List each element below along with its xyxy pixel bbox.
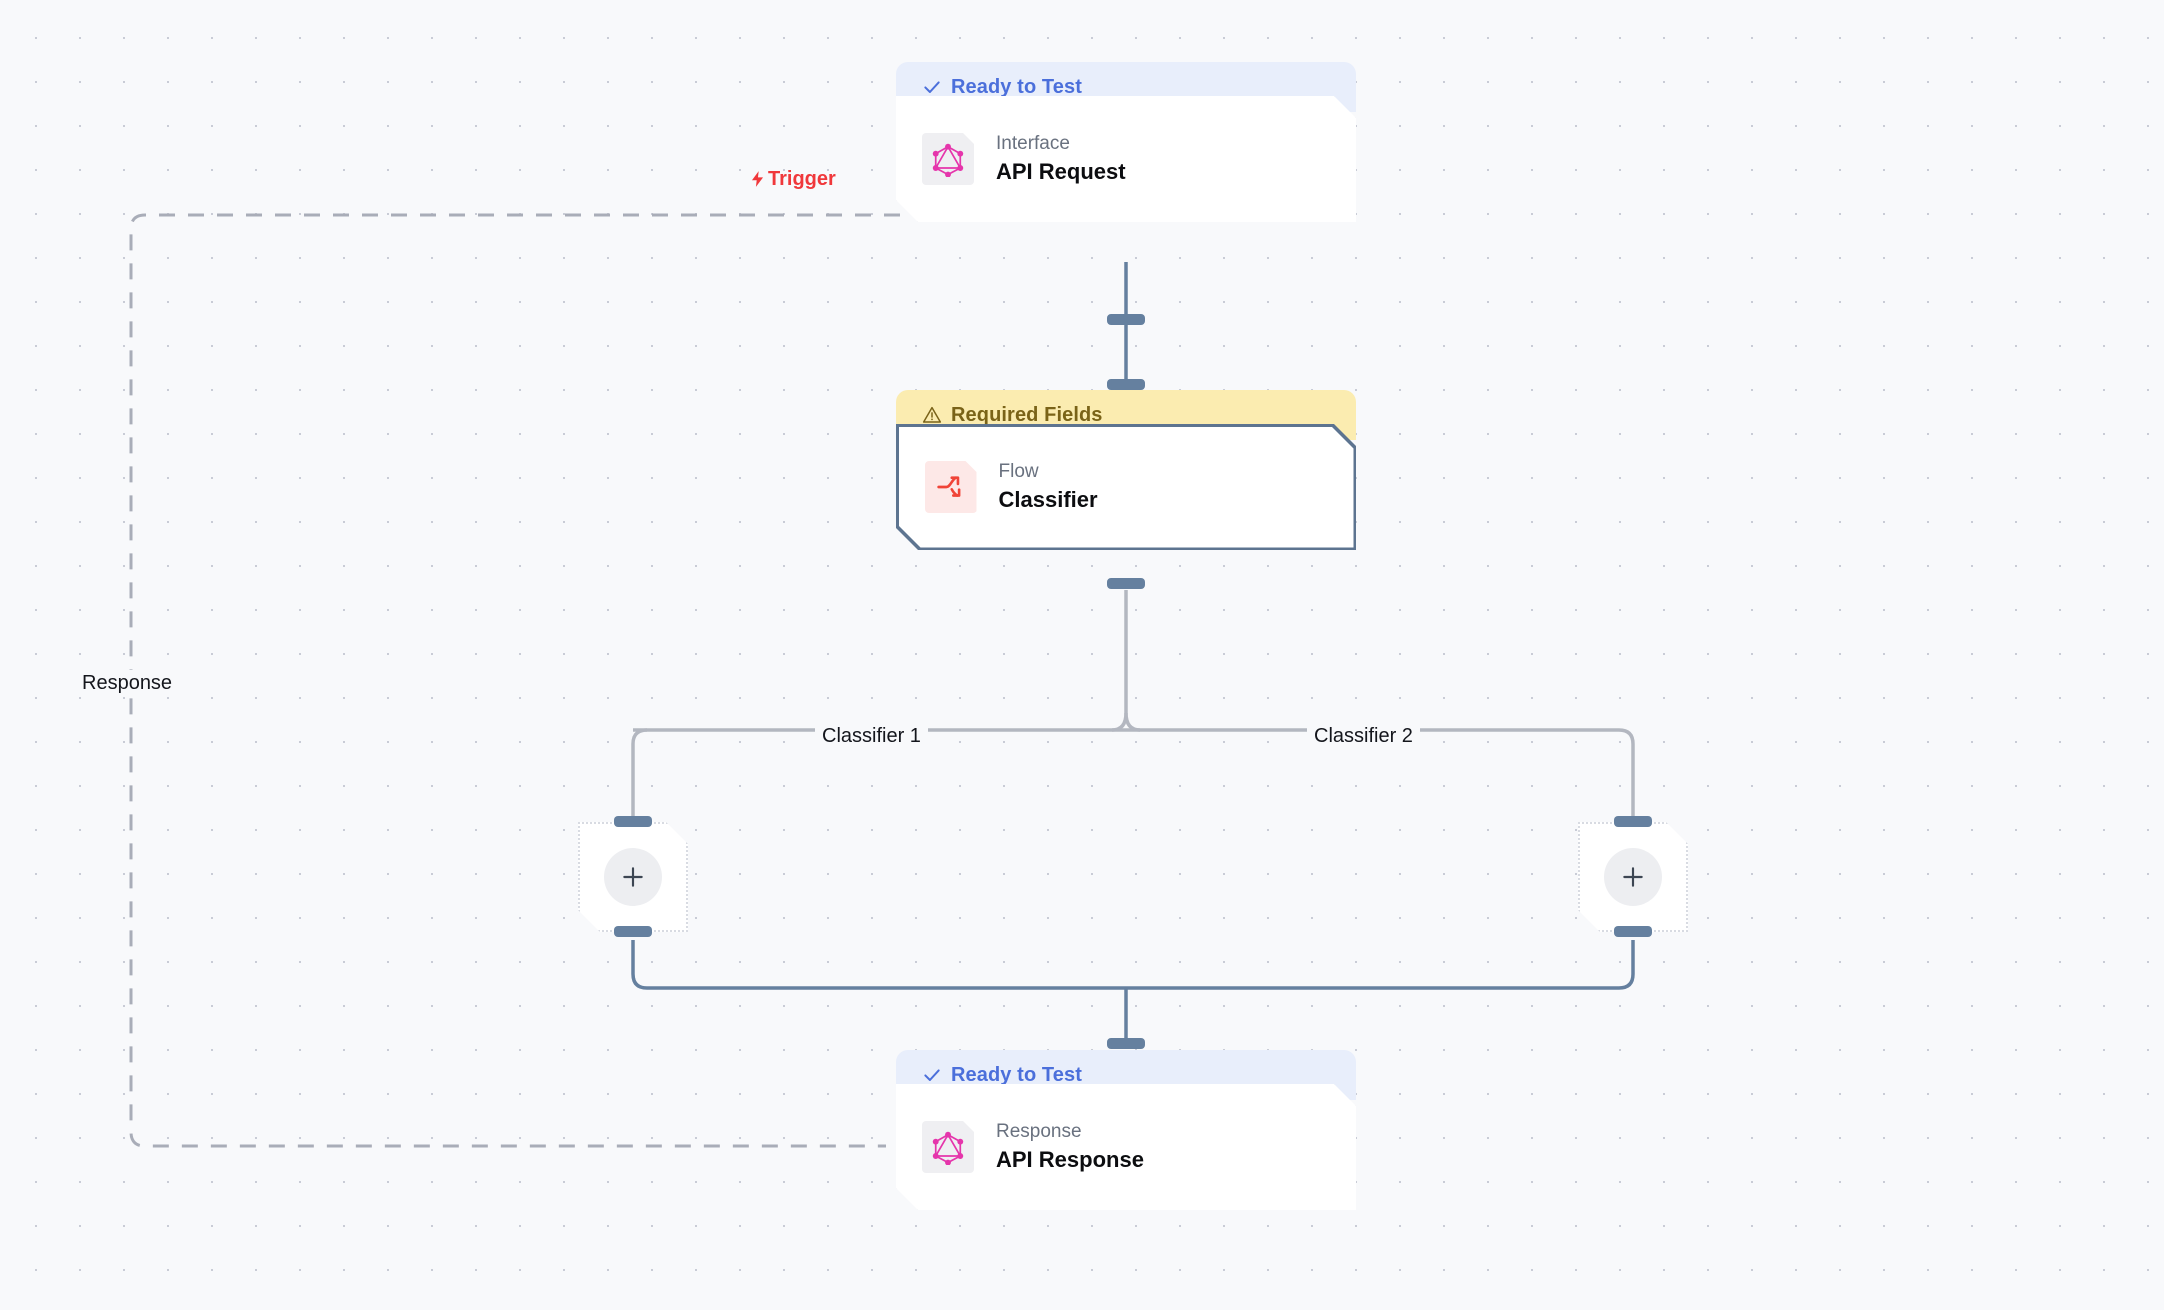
status-badge-label: Ready to Test (951, 1064, 1082, 1086)
edge-label-response: Response (75, 670, 180, 696)
edge-merge-bus (631, 940, 1635, 990)
edge-split-junction-left (1111, 712, 1128, 732)
node-kind-label: Interface (996, 133, 1070, 155)
handle-source-classifier[interactable] (1107, 578, 1145, 589)
node-card-wrapper-selected: Flow Classifier (896, 424, 1356, 550)
node-kind-label: Response (996, 1121, 1082, 1143)
node-kind-label: Flow (998, 461, 1039, 483)
edge-split-junction-right (1124, 712, 1141, 732)
edge-label-branch-2: Classifier 2 (1307, 723, 1420, 749)
node-text-block: Response API Response (996, 1121, 1144, 1172)
handle-target-branch-2[interactable] (1614, 816, 1652, 827)
edge-split-right (1618, 728, 1635, 822)
node-title-label: API Request (996, 159, 1126, 185)
handle-source-branch-1[interactable] (614, 926, 652, 937)
edge-label-branch-1: Classifier 1 (815, 723, 928, 749)
edge-label-trigger-text: Trigger (768, 168, 836, 190)
handle-source-branch-2[interactable] (1614, 926, 1652, 937)
node-title-label: API Response (996, 1147, 1144, 1173)
handle-target-branch-1[interactable] (614, 816, 652, 827)
flow-split-icon (925, 461, 977, 513)
handle-target-classifier[interactable] (1107, 379, 1145, 390)
node-title-label: Classifier (998, 487, 1098, 513)
add-node-branch-2[interactable] (1578, 822, 1688, 932)
add-node-branch-1[interactable] (578, 822, 688, 932)
edge-split-left (631, 728, 648, 822)
lightning-bolt-icon (751, 171, 764, 187)
warning-triangle-icon (922, 405, 942, 425)
node-classifier[interactable]: Required Fields Flow Classif (896, 379, 1356, 589)
node-card-wrapper: Interface API Request (896, 96, 1356, 222)
node-card-wrapper: Response API Response (896, 1084, 1356, 1210)
check-icon (922, 77, 942, 97)
node-text-block: Flow Classifier (999, 461, 1098, 512)
graphql-icon (922, 133, 974, 185)
handle-target-api-response[interactable] (1107, 1038, 1145, 1049)
node-card-classifier[interactable]: Flow Classifier (899, 427, 1354, 548)
edge-trigger-response-dashed (129, 213, 900, 1148)
node-api-response[interactable]: Ready to Test (896, 1038, 1356, 1210)
node-card-api-response[interactable]: Response API Response (896, 1084, 1356, 1210)
node-api-request[interactable]: Ready to Test (896, 62, 1356, 325)
edge-label-trigger: Trigger (748, 168, 836, 190)
node-text-block: Interface API Request (996, 133, 1126, 184)
node-card-api-request[interactable]: Interface API Request (896, 96, 1356, 222)
plus-icon[interactable] (604, 848, 662, 906)
status-badge-label: Required Fields (951, 404, 1103, 426)
plus-icon[interactable] (1604, 848, 1662, 906)
graphql-icon (922, 1121, 974, 1173)
status-badge-label: Ready to Test (951, 76, 1082, 98)
handle-source-api-request[interactable] (1107, 314, 1145, 325)
check-icon (922, 1065, 942, 1085)
